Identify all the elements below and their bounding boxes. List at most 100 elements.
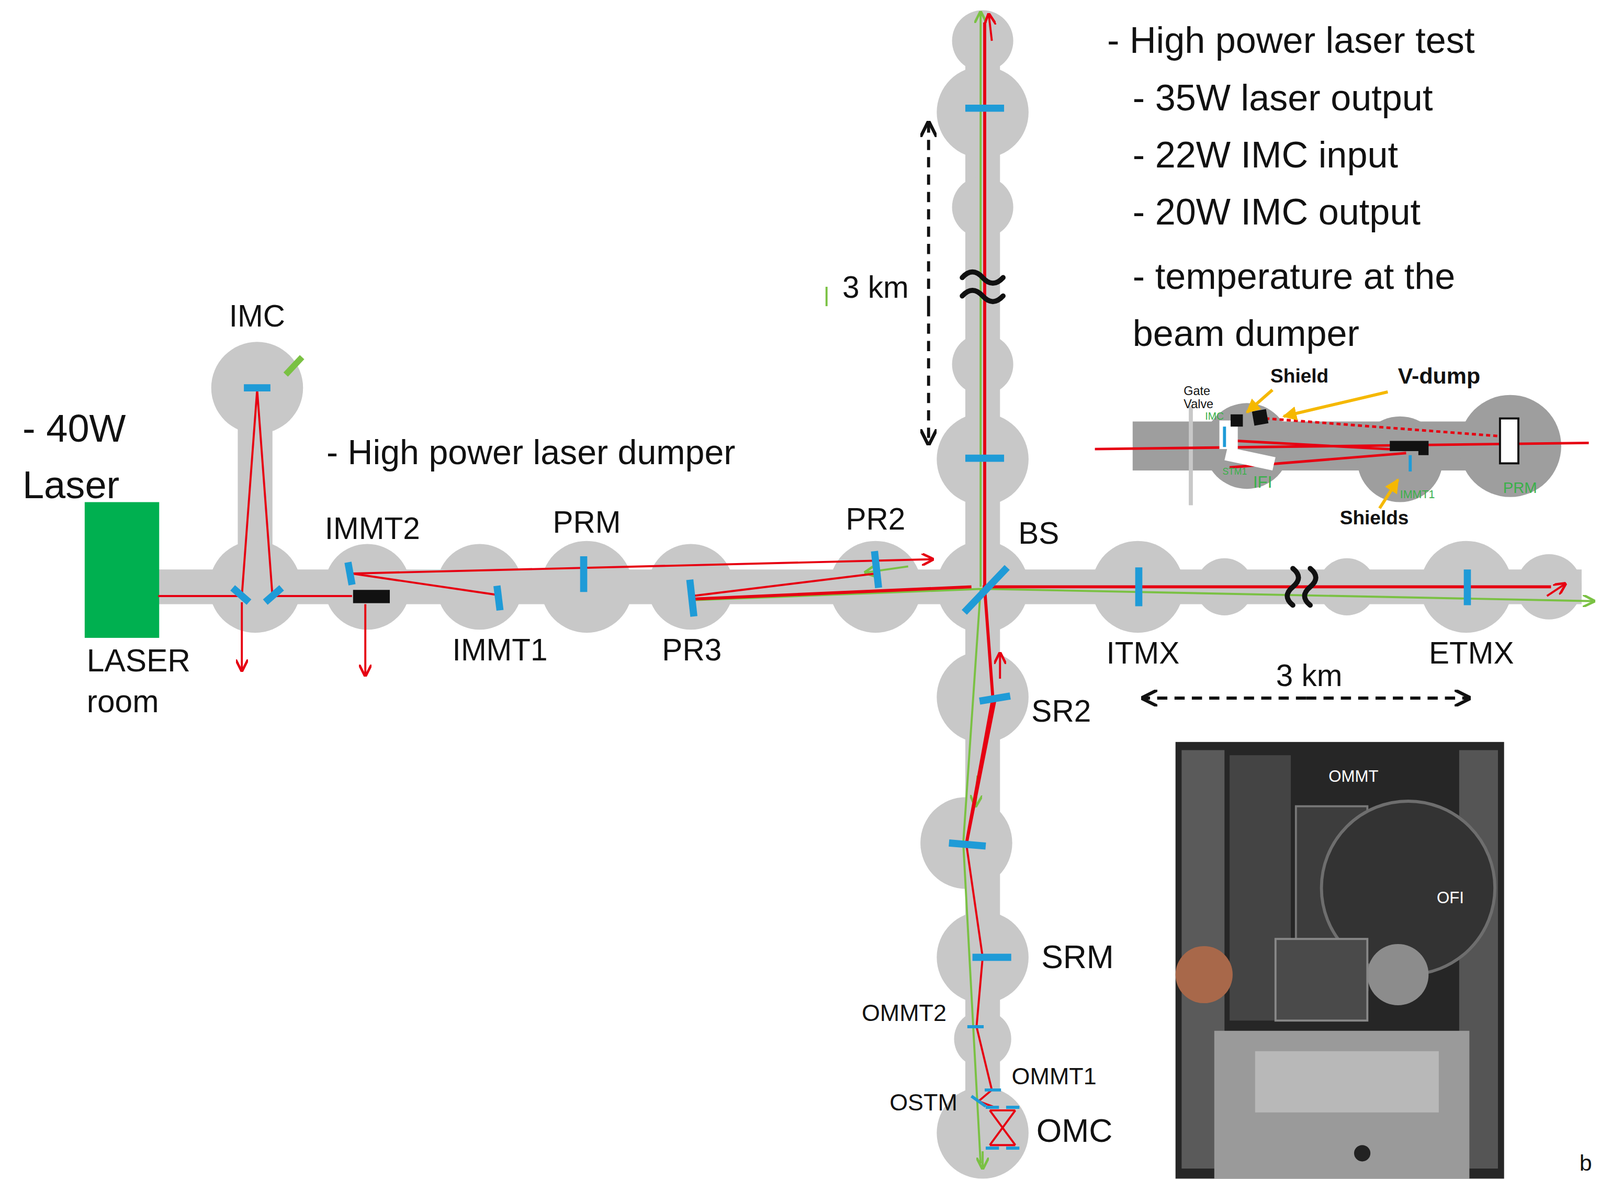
green-beam <box>285 12 1594 1169</box>
mirror <box>1463 569 1472 605</box>
part-label: OMMT2 <box>861 999 947 1028</box>
mirror <box>967 1024 984 1029</box>
inset-label: PRM <box>1503 478 1538 498</box>
break-symbol <box>962 290 1004 302</box>
part-label: OMC <box>1036 1110 1113 1151</box>
break-symbol <box>1287 568 1299 605</box>
dimension-line <box>927 122 931 307</box>
inset-label: V-dump <box>1398 363 1481 390</box>
mirror <box>971 1096 986 1107</box>
beam-dump-inset <box>1357 416 1444 503</box>
green-beam <box>981 1151 984 1169</box>
inset-label: Shields <box>1339 506 1410 531</box>
vacuum-chamber <box>829 541 922 634</box>
photo <box>1367 943 1429 1006</box>
vacuum-chamber <box>936 413 1029 506</box>
part-label: SRM <box>1041 937 1114 977</box>
part-label: PRM <box>552 503 621 541</box>
part-label: IMMT2 <box>324 510 421 547</box>
dimension-label: 3 km <box>1276 657 1343 694</box>
red-beam <box>989 1110 1016 1145</box>
green-beam <box>285 357 302 375</box>
vacuum-chamber <box>936 650 1029 743</box>
note-text: - 22W IMC input <box>1132 132 1399 177</box>
part-label: ETMX <box>1428 634 1515 672</box>
photo <box>1255 1051 1439 1113</box>
note-text: - High power laser dumper <box>326 431 736 474</box>
mirror <box>497 585 501 611</box>
green-beam <box>865 566 909 573</box>
mirror <box>689 579 694 617</box>
part-label: BS <box>1018 515 1059 552</box>
vacuum-chamber <box>211 341 304 434</box>
inset-label: IMC <box>1204 410 1224 423</box>
beam-dump-inset <box>1222 426 1226 447</box>
red-beam <box>1547 583 1566 596</box>
note-text: - 20W IMC output <box>1132 189 1421 234</box>
photo-label: OFI <box>1436 887 1498 910</box>
isolator <box>353 589 390 603</box>
red-beam <box>998 652 1001 679</box>
beam-dump-inset <box>1252 409 1269 426</box>
break-symbol <box>1304 568 1316 605</box>
part-label: IMMT1 <box>452 631 548 669</box>
mirror <box>965 454 1005 463</box>
beam-dump-inset <box>1283 391 1388 417</box>
beam-dump-inset <box>1095 389 1590 509</box>
photo <box>1175 741 1505 1179</box>
mirror <box>972 953 1012 962</box>
mirror <box>1006 1105 1020 1109</box>
part-label: SR2 <box>1031 692 1091 730</box>
beam-dump-inset <box>1236 441 1407 451</box>
red-beam <box>989 1143 1016 1146</box>
vacuum-chamber <box>209 541 302 634</box>
photo <box>1275 938 1368 1021</box>
photo <box>1354 1144 1371 1162</box>
red-beam <box>352 559 933 574</box>
dimension-line <box>1142 696 1306 700</box>
red-beam <box>988 14 993 41</box>
photo <box>1175 945 1233 1004</box>
box-label: LASER room <box>86 640 200 724</box>
red-beam <box>989 1110 1016 1145</box>
mirror <box>984 1088 1001 1092</box>
mirror <box>1135 567 1143 606</box>
part-label: ITMX <box>1106 634 1180 672</box>
break-symbol <box>962 272 1004 284</box>
inset-label: IMMT1 <box>1400 487 1436 502</box>
mirror <box>265 587 282 602</box>
red-beam <box>966 588 996 844</box>
mirror <box>874 550 879 588</box>
dimension-line <box>928 122 1470 698</box>
vacuum-chamber <box>647 543 734 630</box>
red-beam <box>158 14 1565 1145</box>
red-beam <box>966 843 996 1108</box>
beam-dump-inset <box>1246 389 1273 413</box>
mirror <box>965 104 1005 112</box>
dimension-label: 3 km <box>842 269 909 307</box>
mirror <box>949 842 986 847</box>
mirror <box>347 562 353 585</box>
red-beam <box>158 389 353 596</box>
green-beam <box>979 12 982 587</box>
note-text: - 35W laser output <box>1132 75 1434 120</box>
inset-label: Gate Valve <box>1183 384 1230 412</box>
mirror <box>1006 1146 1020 1150</box>
isolator <box>353 589 390 603</box>
photo <box>1175 741 1505 1179</box>
photo <box>1214 1030 1470 1179</box>
laser-box <box>84 502 160 638</box>
photo-panel: OMMTOFI <box>1175 741 1505 1179</box>
laser-box: LASER room <box>84 502 160 638</box>
vacuum-chamber <box>952 333 1014 396</box>
red-beam <box>989 1109 1016 1112</box>
credit-text: b <box>1579 1150 1593 1177</box>
beam-dump-inset <box>1500 418 1519 464</box>
part-label: OSTM <box>889 1088 958 1118</box>
mirror <box>232 587 250 602</box>
mirror <box>964 567 1008 613</box>
red-beam <box>691 586 972 599</box>
red-beam <box>364 604 367 676</box>
